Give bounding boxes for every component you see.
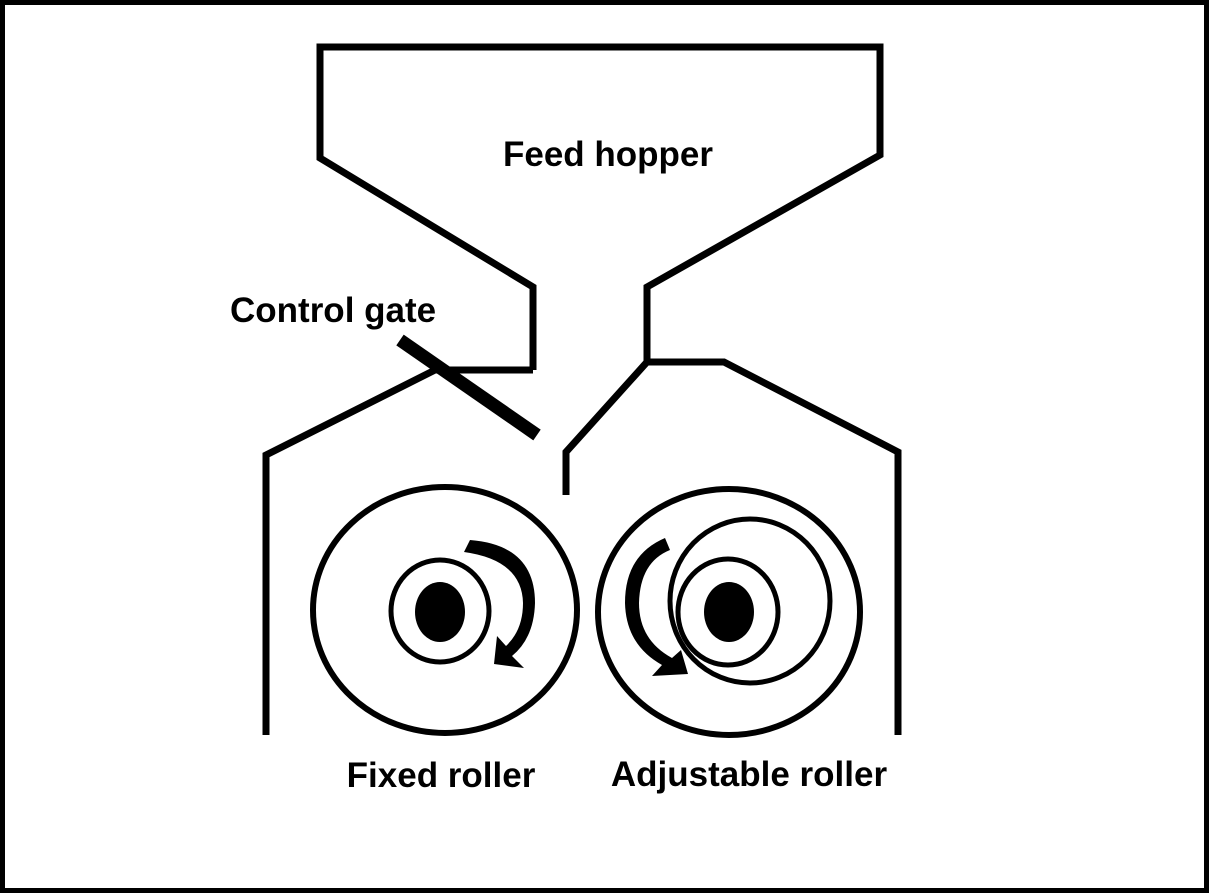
adjustable-roller-shaft	[704, 582, 754, 642]
control-gate-label: Control gate	[230, 291, 436, 330]
adjustable-roller	[595, 486, 863, 738]
adjustable-roller-label: Adjustable roller	[611, 755, 888, 794]
fixed-roller-shaft	[415, 582, 465, 642]
control-gate	[396, 334, 541, 441]
fixed-roller-outer	[310, 484, 580, 736]
housing-right-wall	[647, 358, 902, 735]
fixed-roller-hub	[388, 557, 492, 665]
fixed-roller-label: Fixed roller	[347, 756, 536, 795]
fixed-roller	[310, 484, 580, 736]
counterclockwise-rotation-icon	[625, 538, 688, 676]
chute-right-lip	[562, 359, 650, 495]
feed-hopper-label: Feed hopper	[503, 135, 713, 174]
housing-left-wall	[262, 366, 437, 735]
adjustable-roller-eccentric-ring	[667, 516, 833, 686]
adjustable-roller-hub	[675, 556, 781, 668]
clockwise-rotation-icon	[464, 540, 535, 668]
adjustable-roller-outer	[595, 486, 863, 738]
feed-hopper-left-wall	[316, 43, 884, 370]
